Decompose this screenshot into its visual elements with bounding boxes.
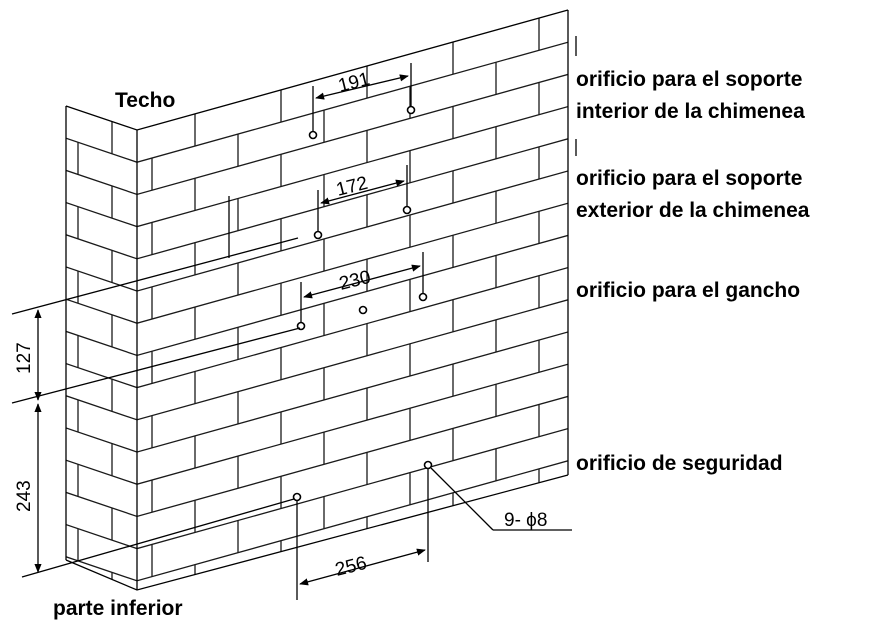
outer-support-label-line2: exterior de la chimenea [576, 199, 810, 222]
dim-hook-height: 127 [14, 342, 35, 374]
safety-label: orificio de seguridad [576, 452, 783, 475]
inner-support-label-line1: orificio para el soporte [576, 68, 802, 91]
outer-support-hole-left [313, 230, 323, 240]
dim-safety-spacing: 256 [333, 553, 369, 581]
inner-support-hole-left [308, 130, 318, 140]
dimension-lines [11, 36, 577, 600]
floor-label: parte inferior [53, 597, 183, 620]
inner-support-label-line2: interior de la chimenea [576, 100, 805, 123]
dim-bottom-height: 243 [14, 480, 35, 512]
inner-support-hole-right [406, 105, 416, 115]
hook-hole-right [418, 292, 428, 302]
hook-hole-center [358, 305, 368, 315]
brick-wall-side-face [66, 121, 137, 590]
ceiling-label: Techo [115, 89, 175, 112]
outer-support-label-line1: orificio para el soporte [576, 167, 802, 190]
annotations: Techo parte inferior orificio para el so… [53, 68, 810, 620]
dim-outer-support-spacing: 172 [334, 173, 370, 201]
dim-hole-spec: 9- ϕ8 [504, 510, 547, 531]
safety-hole-right [423, 460, 433, 470]
outer-support-hole-right [402, 205, 412, 215]
mounting-holes [292, 105, 433, 502]
wall-outline [65, 9, 569, 591]
safety-hole-left [292, 492, 302, 502]
hook-label: orificio para el gancho [576, 279, 800, 302]
